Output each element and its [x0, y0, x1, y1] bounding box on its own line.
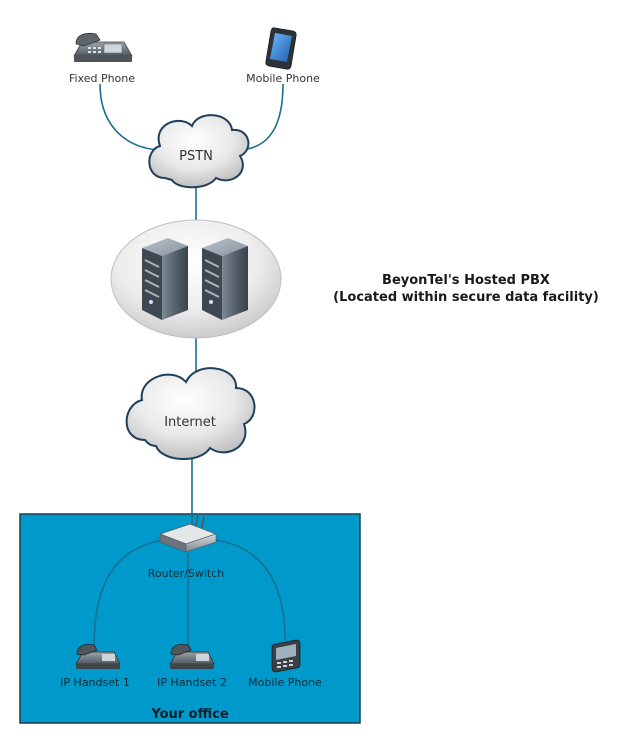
link-fixed-phone-pstn	[99, 83, 161, 151]
pbx-subtitle: (Located within secure data facility)	[333, 290, 599, 305]
ip-handset-2-label: IP Handset 2	[157, 676, 227, 689]
ip-handset-1-icon	[75, 643, 121, 669]
internet-label: Internet	[164, 415, 216, 430]
connection-lines	[93, 83, 286, 649]
ip-handset-1-label: IP Handset 1	[60, 676, 130, 689]
office-mobile-phone-label: Mobile Phone	[248, 676, 322, 689]
link-router-mobile	[214, 539, 286, 641]
server-icon	[202, 238, 248, 320]
pbx-ellipse	[110, 219, 282, 339]
router-icon	[158, 513, 218, 553]
pstn-label: PSTN	[179, 149, 213, 164]
office-mobile-phone-icon	[271, 639, 301, 673]
link-mobile-phone-pstn	[239, 83, 284, 151]
fixed-phone-icon	[73, 32, 133, 62]
internet-cloud	[125, 367, 256, 461]
server-icon	[142, 238, 188, 320]
pstn-cloud	[148, 114, 250, 189]
pbx-title: BeyonTel's Hosted PBX	[382, 273, 550, 288]
ip-handset-2-icon	[169, 643, 215, 669]
link-router-handset1	[93, 539, 166, 649]
router-label: Router/Switch	[148, 567, 225, 580]
fixed-phone-label: Fixed Phone	[69, 72, 135, 85]
office-title: Your office	[150, 707, 228, 722]
mobile-phone-label: Mobile Phone	[246, 72, 320, 85]
mobile-phone-icon	[265, 27, 297, 70]
